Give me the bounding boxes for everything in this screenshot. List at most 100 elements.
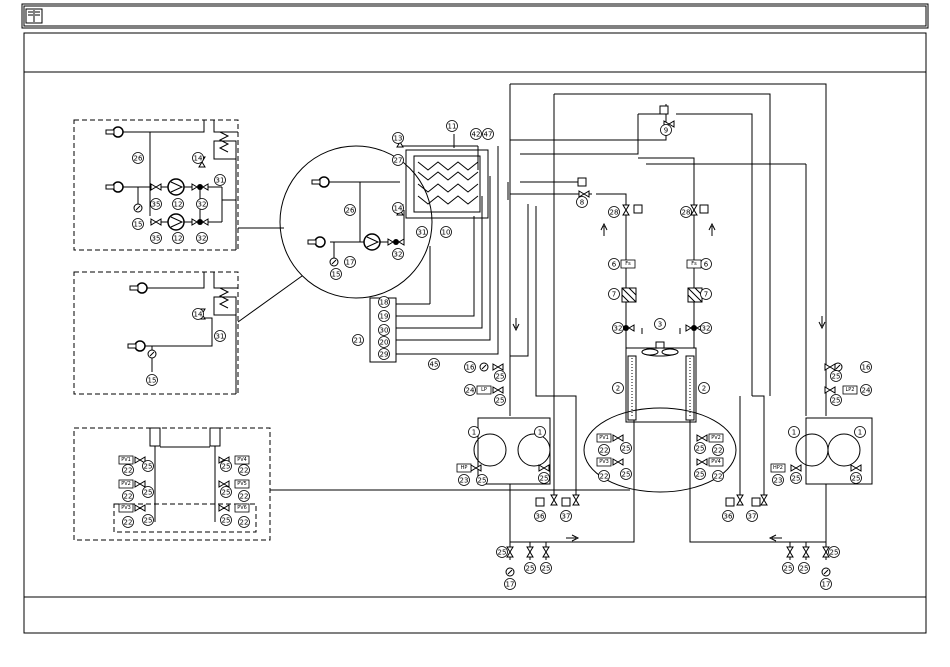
callout-25: 25 [142,486,154,498]
svg-text:25: 25 [222,463,231,471]
callout-24: 24 [860,384,872,396]
tag-hp: HP [456,463,472,473]
stop-valve-icon [550,494,558,506]
solenoid-valve-icon [622,204,630,216]
callout-2: 2 [698,382,710,394]
tag-pv3: PV3 [596,457,612,467]
svg-text:22: 22 [714,473,723,481]
svg-text:1: 1 [792,429,796,437]
callout-19: 19 [378,310,390,322]
svg-text:LP2: LP2 [846,387,855,393]
detail-box-pump-pair [73,119,239,251]
svg-text:16: 16 [862,364,871,372]
callout-25: 25 [694,442,706,454]
callout-25: 25 [828,546,840,558]
svg-text:1: 1 [538,429,542,437]
svg-text:25: 25 [540,475,549,483]
valve-icon [526,546,534,558]
gauge-icon [133,203,143,213]
svg-text:3: 3 [658,321,662,329]
callout-14: 14 [192,308,204,320]
callout-25: 25 [142,514,154,526]
svg-text:25: 25 [144,463,153,471]
svg-text:25: 25 [496,397,505,405]
callout-25: 25 [540,562,552,574]
valve-icon [822,546,830,558]
svg-text:9: 9 [664,127,668,135]
callout-1: 1 [468,426,480,438]
gauge-icon [505,567,515,577]
callout-15: 15 [330,268,342,280]
tag-hp2: HP2 [770,463,786,473]
callout-31: 31 [416,226,428,238]
svg-text:11: 11 [448,123,457,131]
callout-22: 22 [712,444,724,456]
pump-icon [167,213,185,231]
callout-13: 13 [392,132,404,144]
valve-icon [542,546,550,558]
callout-25: 25 [524,562,536,574]
compressor-unit-right [795,417,873,485]
callout-14: 14 [392,202,404,214]
callout-22: 22 [598,444,610,456]
magnifier-circle [279,145,433,299]
tag-fs: Fs [686,259,702,269]
valve-icon [790,464,802,472]
callout-22: 22 [122,464,134,476]
valve-icon [134,504,146,512]
svg-text:1: 1 [472,429,476,437]
svg-text:2: 2 [702,385,706,393]
callout-25: 25 [782,562,794,574]
svg-text:22: 22 [240,467,249,475]
callout-17: 17 [504,578,516,590]
svg-text:25: 25 [832,397,841,405]
main-frame [23,32,927,634]
callout-25: 25 [830,370,842,382]
tag-pv1: PV1 [596,433,612,443]
valve-icon [492,363,504,371]
svg-text:31: 31 [216,177,225,185]
valve-icon [218,480,230,488]
callout-1: 1 [534,426,546,438]
callout-28: 28 [608,206,620,218]
svg-text:25: 25 [852,475,861,483]
callout-23: 23 [458,474,470,486]
expansion-valve-icon [578,190,590,198]
svg-text:25: 25 [478,477,487,485]
callout-32: 32 [196,232,208,244]
gauge-icon [821,567,831,577]
valve-icon [506,546,514,558]
callout-17: 17 [820,578,832,590]
valve-icon [470,464,482,472]
callout-12: 12 [172,198,184,210]
callout-37: 37 [560,510,572,522]
svg-text:2: 2 [616,385,620,393]
svg-text:HP2: HP2 [773,465,783,471]
pump-icon [363,233,381,251]
callout-27: 27 [392,154,404,166]
callout-25: 25 [494,394,506,406]
tag-pv5: PV5 [234,479,250,489]
callout-31: 31 [214,330,226,342]
svg-text:19: 19 [380,313,389,321]
callout-42: 42 [470,128,482,140]
tag-pv6: PV6 [234,503,250,513]
svg-text:25: 25 [800,565,809,573]
callout-29: 29 [378,348,390,360]
svg-text:25: 25 [792,475,801,483]
valve-icon [786,546,794,558]
tag-fs: Fs [620,259,636,269]
callout-47: 47 [482,128,494,140]
svg-text:15: 15 [332,271,341,279]
tag-pv1: PV1 [118,455,134,465]
callout-28: 28 [680,206,692,218]
svg-text:Fs: Fs [625,261,631,267]
valve-icon [824,363,836,371]
svg-text:PV4: PV4 [237,457,247,463]
callout-25: 25 [220,514,232,526]
callout-25: 25 [798,562,810,574]
ball-valve-icon [191,218,209,226]
callout-22: 22 [122,490,134,502]
callout-25: 25 [830,394,842,406]
